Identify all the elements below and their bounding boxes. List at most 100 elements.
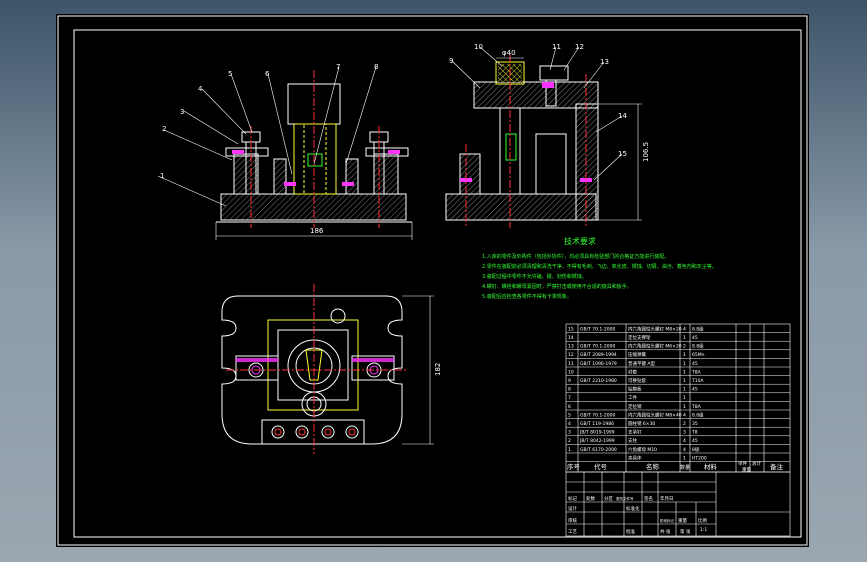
front-width-dim: 186 (310, 227, 324, 235)
tech-requirements: 技术要求 1.入库的零件及外购件（包括外协件），均必须具有检验部门的合格证方能进… (482, 236, 717, 300)
bom-cell-mat: T8A (691, 369, 702, 375)
bom-cell-name: 内六角圆柱头螺钉 M6×20 (628, 343, 682, 350)
balloon-7: 7 (336, 63, 340, 71)
bom-cell-code: JB/T 8042-1999 (579, 438, 615, 444)
bom-cell-mat: 8.8级 (692, 325, 704, 332)
bom-cell-no: 12 (568, 352, 574, 358)
bom-cell-qty: 1 (683, 455, 686, 461)
front-view: 186 (215, 70, 413, 240)
bom-cell-name: 衬套 (628, 368, 637, 375)
balloon-6: 6 (265, 70, 270, 78)
bom-cell-qty: 4 (683, 438, 686, 444)
bom-cell-code: GB/T 1096-1979 (580, 361, 617, 367)
tb-ratio: 1:1 (700, 527, 707, 533)
bom-cell-code: GB/T 2210-1980 (580, 378, 617, 384)
balloon-9: 9 (449, 57, 453, 65)
bom-cell-mat: T8A (691, 404, 702, 410)
tech-line-3: 3.装配过程中零件不允许磕、碰、划伤和锈蚀。 (482, 273, 587, 280)
tb-scale: 比例 (698, 517, 707, 524)
bom-cell-name: 普通平键 A型 (628, 360, 656, 367)
tb-weight: 重量 (678, 517, 687, 524)
bom-cell-mat: T10A (691, 378, 704, 384)
bom-h-remark: 备注 (770, 462, 784, 471)
bom-cell-mat: 65Mn (692, 352, 705, 358)
title-block-text: 标记 处数 分区 更改文件号 签名 年月日 设计 标准化 阶段标记 重量 比例 … (568, 495, 707, 535)
bom-cell-qty: 4 (683, 412, 686, 418)
bom-cell-qty: 1 (683, 395, 686, 401)
bom-h-total: 总计 (752, 460, 761, 467)
tb-approve: 批准 (626, 528, 635, 535)
bom-cell-mat: 45 (692, 361, 698, 367)
bom-cell-code: GB/T 2089-1994 (580, 352, 617, 358)
bom-cell-name: 支承钉 (628, 429, 642, 436)
balloon-12: 12 (575, 43, 584, 51)
tb-process: 工艺 (568, 529, 577, 535)
bom-cell-mat: 45 (692, 438, 698, 444)
bom-cell-name: 工件 (628, 394, 637, 401)
tb-sheets: 共 张 (660, 528, 671, 535)
tech-line-4: 4.螺钉、螺栓和螺母紧固时，严禁打击或使用不合适的旋具和扳手。 (482, 283, 632, 290)
balloon-11: 11 (552, 43, 561, 51)
tb-zone: 分区 (604, 495, 613, 502)
bom-cell-name: 内六角圆柱头螺钉 M8×40 (628, 411, 682, 418)
bom-h-qty: 数量 (680, 464, 690, 471)
bom-cell-no: 1 (568, 447, 571, 453)
bom-header: 序号 代号 名称 数量 材料 单件 总计 重量 备注 (567, 460, 784, 473)
bom-cell-no: 15 (568, 326, 574, 332)
tb-review: 审核 (568, 517, 577, 524)
bom-cell-no: 6 (568, 404, 571, 410)
bom-cell-no: 9 (568, 378, 571, 384)
bom-cell-code: GB/T 70.1-2000 (580, 326, 616, 332)
balloon-3: 3 (180, 108, 184, 116)
bom-table (565, 323, 791, 473)
balloon-8: 8 (374, 63, 378, 71)
bom-cell-no: 10 (568, 369, 574, 375)
bom-cell-name: 夹具体 (628, 454, 642, 461)
side-balloons (451, 46, 623, 181)
balloon-2: 2 (162, 125, 166, 133)
balloon-14: 14 (618, 112, 627, 120)
bom-h-name: 名称 (646, 462, 660, 471)
bom-cell-no: 2 (568, 438, 571, 444)
bom-cell-name: 支柱 (628, 437, 637, 444)
front-balloons (157, 66, 377, 207)
bom-cell-qty: 2 (683, 344, 686, 350)
tb-design: 设计 (568, 505, 577, 512)
bom-cell-no: 13 (568, 344, 574, 350)
plan-height-dim: 182 (434, 363, 442, 376)
bom-cell-no: 11 (568, 361, 574, 367)
bom-cell-mat: 35 (692, 421, 698, 427)
bom-cell-code: GB/T 70.1-2000 (580, 412, 616, 418)
bom-cell-qty: 1 (683, 361, 686, 367)
bom-cell-mat: 8级 (692, 446, 700, 453)
bom-h-mat: 材料 (704, 462, 718, 471)
tech-line-1: 1.入库的零件及外购件（包括外协件），均必须具有检验部门的合格证方能进行装配。 (482, 253, 669, 260)
side-view: 106.5 φ40 (445, 49, 650, 228)
bom-cell-name: 钻模板 (628, 386, 642, 393)
balloon-1: 1 (160, 172, 164, 180)
bom-cell-mat: 8.8级 (692, 411, 704, 418)
bom-cell-mat: 45 (692, 335, 698, 341)
top-dim: φ40 (502, 49, 516, 57)
plan-view: 182 (221, 284, 442, 454)
tb-date: 年月日 (660, 495, 674, 502)
bom-cell-qty: 4 (683, 447, 686, 453)
bom-cell-mat: HT200 (692, 455, 707, 461)
bom-cell-no: 14 (568, 335, 574, 341)
bom-cell-qty: 1 (683, 352, 686, 358)
tech-line-5: 5.装配后应检查各零件不得有卡滞现象。 (482, 293, 572, 300)
bom-cell-mat: 45 (692, 387, 698, 393)
bom-cell-name: 定位销 (628, 403, 642, 410)
tb-change: 更改文件号 (616, 496, 634, 501)
tb-sign: 签名 (644, 495, 653, 502)
bom-h-no: 序号 (567, 462, 581, 471)
bom-cell-mat: 8.8级 (692, 343, 704, 350)
inner-border (73, 29, 802, 538)
balloon-15: 15 (618, 150, 627, 158)
tb-std: 标准化 (626, 505, 640, 512)
bom-cell-name: 可换钻套 (628, 377, 646, 384)
tb-sheet: 第 张 (680, 528, 691, 535)
bom-cell-name: 内六角圆柱头螺钉 M8×20 (628, 325, 682, 332)
bom-cell-qty: 3 (683, 430, 686, 436)
